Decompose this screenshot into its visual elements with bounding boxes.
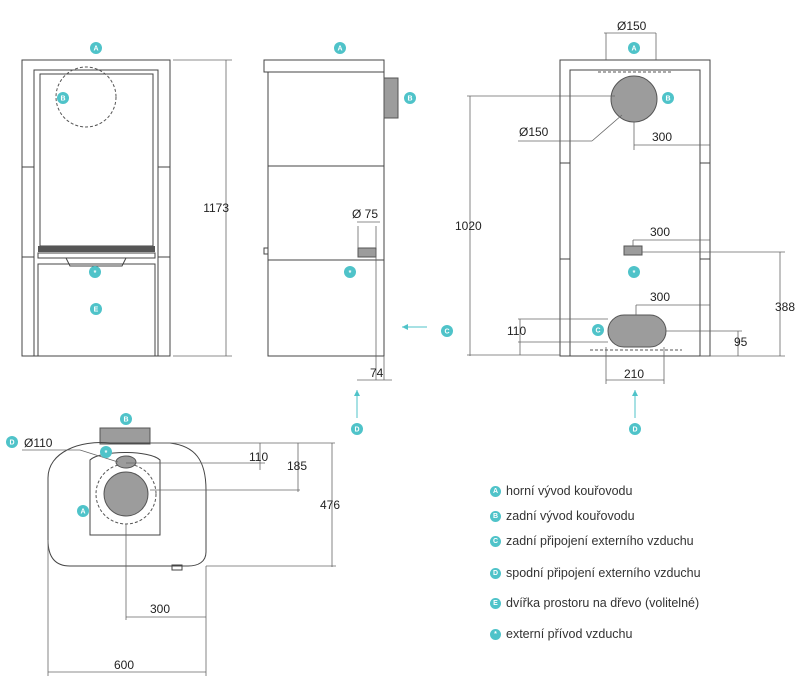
dim-110-rear: 110 <box>507 324 526 338</box>
dim-95: 95 <box>734 335 748 349</box>
dim-d150-top: Ø150 <box>617 19 647 33</box>
legend-badge-d: D <box>490 567 501 579</box>
rear-flue-hidden <box>55 66 117 128</box>
dim-74: 74 <box>370 366 384 380</box>
legend-text-e: dvířka prostoru na dřevo (volitelné) <box>506 596 700 610</box>
dim-1020: 1020 <box>455 219 482 233</box>
svg-text:B: B <box>60 96 65 103</box>
svg-text:B: B <box>665 96 670 103</box>
badge-c-rear: C <box>592 324 604 336</box>
legend-text-b: zadní vývod kouřovodu <box>506 509 635 523</box>
svg-text:A: A <box>337 46 342 53</box>
air-inlet-rear <box>623 245 643 256</box>
badge-a-side: A <box>334 42 346 54</box>
legend-item-star: * externí přívod vzduchu <box>490 627 632 641</box>
svg-text:B: B <box>407 96 412 103</box>
svg-text:B: B <box>123 417 128 424</box>
svg-text:A: A <box>80 509 85 516</box>
wood-compartment <box>37 263 156 357</box>
top-view: Ø110 110 185 476 300 600 B D * A <box>6 413 340 676</box>
badge-a-rear: A <box>628 42 640 54</box>
svg-text:D: D <box>354 427 359 434</box>
dim-1173: 1173 <box>203 201 229 215</box>
badge-b-top: B <box>120 413 132 425</box>
legend-text-star: externí přívod vzduchu <box>506 627 633 641</box>
top-air-d <box>115 455 137 469</box>
dim-d110: Ø110 <box>24 436 53 450</box>
badge-b-side: B <box>404 92 416 104</box>
legend-item-a: A horní vývod kouřovodu <box>490 484 632 498</box>
svg-text:*: * <box>105 450 108 457</box>
dim-185: 185 <box>287 459 307 473</box>
side-top-plate <box>263 59 385 73</box>
dim-600: 600 <box>114 658 134 672</box>
svg-text:E: E <box>94 307 99 314</box>
legend-item-c: C zadní připojení externího vzduchu <box>490 534 694 548</box>
legend-item-d: D spodní připojení externího vzduchu <box>490 566 701 580</box>
legend-badge-e: E <box>490 597 501 609</box>
badge-d-top: D <box>6 436 18 448</box>
dim-300-top: 300 <box>652 130 672 144</box>
dim-300-low: 300 <box>650 290 670 304</box>
badge-c-side: C <box>441 325 453 337</box>
badge-d-rear: D <box>629 423 641 435</box>
grate <box>38 246 155 252</box>
legend-badge-star: * <box>490 628 501 640</box>
dim-210: 210 <box>624 367 644 381</box>
front-glass-door <box>39 73 154 247</box>
rear-flue-b <box>383 77 399 119</box>
dim-d75: Ø 75 <box>352 207 378 221</box>
badge-b-rear: B <box>662 92 674 104</box>
svg-text:*: * <box>633 270 636 277</box>
svg-text:D: D <box>9 440 14 447</box>
badge-e-front: E <box>90 303 102 315</box>
dim-300-top-view: 300 <box>150 602 170 616</box>
svg-text:*: * <box>94 270 97 277</box>
side-body <box>267 71 385 357</box>
legend-text-d: spodní připojení externího vzduchu <box>506 566 701 580</box>
dim-d150-side: Ø150 <box>519 125 549 139</box>
svg-text:C: C <box>444 329 449 336</box>
legend-item-e: E dvířka prostoru na dřevo (volitelné) <box>490 596 699 610</box>
svg-text:*: * <box>349 270 352 277</box>
legend-badge-c: C <box>490 535 501 547</box>
badge-star-top: * <box>100 446 112 458</box>
svg-text:A: A <box>631 46 636 53</box>
badge-star-front: * <box>89 266 101 278</box>
dim-388: 388 <box>775 300 795 314</box>
front-view: 1173 A B * E <box>21 42 232 357</box>
side-view: Ø 75 74 A B * C D <box>263 42 453 435</box>
top-flue-a <box>103 471 149 517</box>
badge-a-front: A <box>90 42 102 54</box>
badge-a-top: A <box>77 505 89 517</box>
legend-text-c: zadní připojení externího vzduchu <box>506 534 694 548</box>
badge-star-rear: * <box>628 266 640 278</box>
dim-476: 476 <box>320 498 340 512</box>
badge-d-side: D <box>351 423 363 435</box>
air-inlet-side <box>357 247 377 258</box>
dim-300-mid: 300 <box>650 225 670 239</box>
top-rear-flue-b <box>99 427 151 445</box>
legend-text-a: horní vývod kouřovodu <box>506 484 633 498</box>
legend-item-b: B zadní vývod kouřovodu <box>490 509 635 523</box>
badge-b-front: B <box>57 92 69 104</box>
svg-text:D: D <box>632 427 637 434</box>
badge-star-side: * <box>344 266 356 278</box>
svg-text:C: C <box>595 328 600 335</box>
dim-110-top: 110 <box>249 450 268 464</box>
ash-tray <box>65 257 127 267</box>
rear-flue-circle <box>610 75 658 123</box>
rear-view: Ø150 Ø150 300 1020 300 388 300 110 <box>455 19 795 435</box>
legend-badge-a: A <box>490 485 501 497</box>
rear-air-oval <box>607 314 667 348</box>
svg-text:A: A <box>93 46 98 53</box>
legend-badge-b: B <box>490 510 501 522</box>
